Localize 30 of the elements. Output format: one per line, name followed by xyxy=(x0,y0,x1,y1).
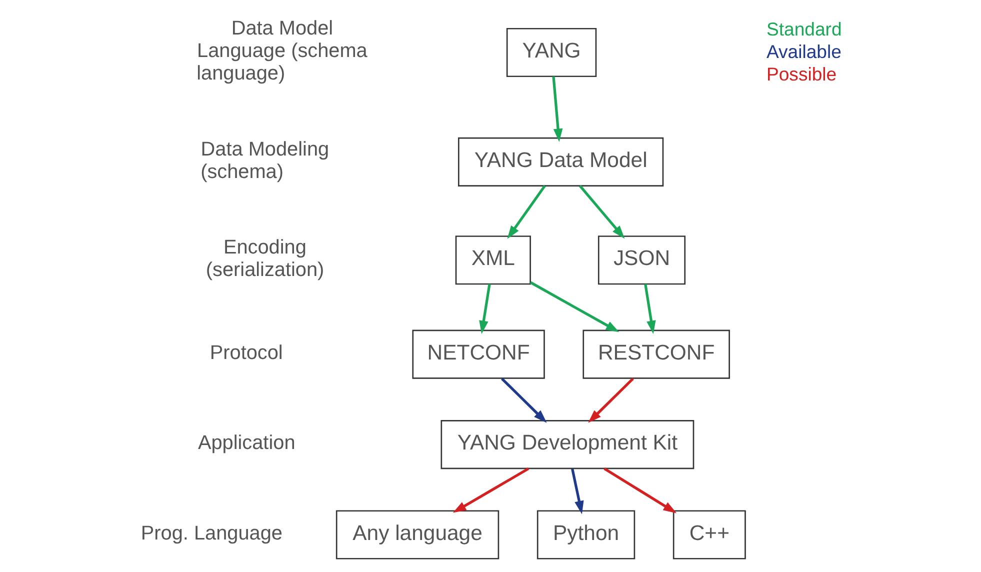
node-box: YANG xyxy=(506,28,597,78)
label: Application xyxy=(198,432,296,454)
arrow xyxy=(452,468,530,513)
legend-label: Available xyxy=(766,41,842,62)
label: Prog. Language xyxy=(140,522,282,544)
legend-label: Standard xyxy=(766,18,842,40)
node-box: NETCONF xyxy=(412,330,545,379)
arrow xyxy=(579,185,625,239)
node-box: XML xyxy=(455,236,531,285)
legend-label: Possible xyxy=(766,64,837,85)
arrow xyxy=(479,284,491,334)
arrow xyxy=(507,185,546,239)
node-box: Any language xyxy=(336,510,500,560)
node-box: RESTCONF xyxy=(582,330,730,379)
arrow xyxy=(588,378,634,423)
arrow xyxy=(500,378,547,423)
arrow xyxy=(530,281,620,332)
node-box: C++ xyxy=(672,510,746,560)
node-box: Python xyxy=(536,510,636,560)
arrow xyxy=(571,468,584,514)
label: Protocol xyxy=(210,342,283,364)
node-box: YANG Data Model xyxy=(458,137,664,186)
arrow xyxy=(604,468,677,514)
node-box: JSON xyxy=(598,236,686,285)
label: Encoding (serialization) xyxy=(206,236,324,282)
arrow xyxy=(644,284,656,334)
arrow xyxy=(552,76,563,142)
node-box: YANG Development Kit xyxy=(440,420,694,470)
label: Data Model Language (schema language) xyxy=(196,18,368,85)
label: Data Modeling (schema) xyxy=(200,138,330,183)
